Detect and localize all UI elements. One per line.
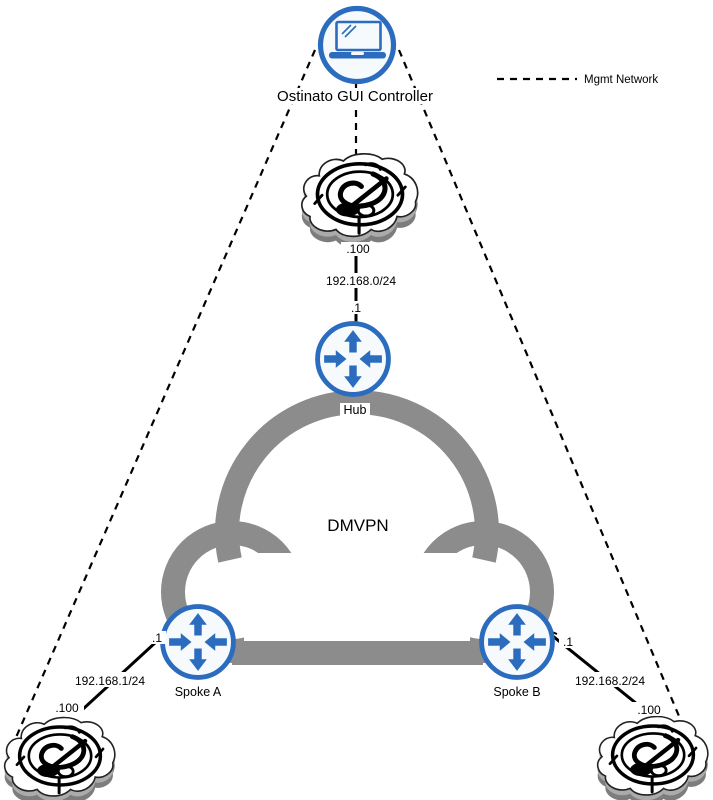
hub-lan-subnet: 192.168.0/24 [326, 274, 396, 288]
spoke-a-lan-subnet: 192.168.1/24 [75, 674, 145, 688]
spoke-a-label: Spoke A [175, 685, 222, 699]
hub-lan-drone-ip: .100 [346, 242, 370, 256]
legend: Mgmt Network [497, 74, 658, 86]
spoke-b-lan-subnet: 192.168.2/24 [575, 674, 645, 688]
router-icon-hub[interactable] [318, 324, 389, 395]
drone-icon-spoke-b[interactable] [598, 717, 708, 800]
spoke-b-label: Spoke B [493, 685, 540, 699]
spoke-b-lan-router-ip: .1 [563, 635, 573, 649]
spoke-a-lan-router-ip: .1 [152, 631, 162, 645]
drone-icon-spoke-a[interactable] [5, 718, 115, 800]
spoke-b-lan-drone-ip: .100 [637, 703, 661, 717]
link-spoke-a-lan [80, 629, 170, 712]
legend-label: Mgmt Network [584, 74, 658, 86]
mgmt-line-right [397, 49, 707, 779]
spoke-a-lan-drone-ip: .100 [55, 701, 79, 715]
controller-node[interactable] [317, 5, 397, 85]
hub-lan-router-ip: .1 [351, 301, 361, 315]
controller-label: Ostinato GUI Controller [277, 88, 433, 105]
laptop-circle[interactable] [317, 5, 397, 85]
hub-label: Hub [344, 403, 367, 417]
mgmt-line-left [12, 49, 317, 743]
cloud-label: DMVPN [327, 516, 388, 535]
drone-icon-hub[interactable] [302, 154, 418, 248]
router-icon-spoke-a[interactable] [163, 607, 234, 678]
router-icon-spoke-b[interactable] [482, 607, 553, 678]
labels: Ostinato GUI Controller .100 192.168.0/2… [50, 88, 666, 717]
laptop-icon [329, 20, 386, 59]
